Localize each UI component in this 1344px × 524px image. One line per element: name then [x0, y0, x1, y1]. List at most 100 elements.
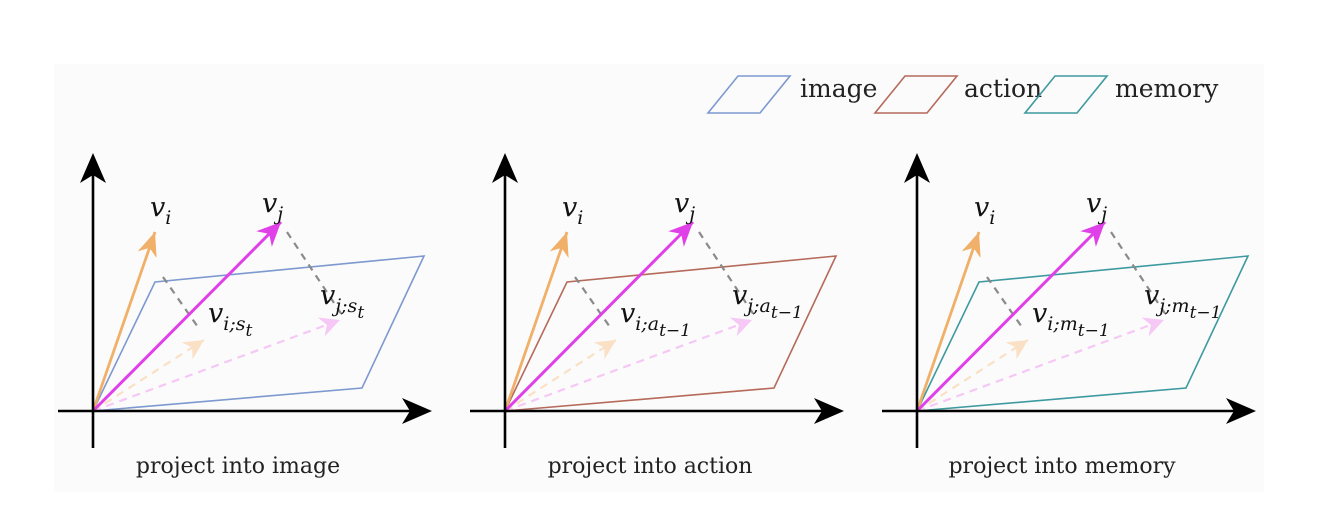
- vj-label-base: v: [674, 188, 689, 219]
- vi-projection-arrowhead: [181, 340, 204, 360]
- vj-projection-arrow: [916, 318, 1165, 413]
- vi-projection-label-sub: i;a: [635, 313, 659, 335]
- vi-label-sub: i: [577, 207, 583, 229]
- vi-projection-label-sub: i;s: [223, 313, 245, 335]
- vj-arrow: [91, 220, 283, 413]
- vj-label-sub: j: [1097, 203, 1107, 225]
- vj-drop-line: [286, 231, 345, 319]
- vi-label-base: v: [562, 192, 577, 223]
- vi-projection-label-subsub: t: [246, 321, 253, 341]
- vj-projection-arrowhead: [729, 317, 752, 337]
- vi-projection-label-base: v: [208, 298, 223, 329]
- vj-arrowhead: [1080, 222, 1105, 247]
- legend-item-action: action: [873, 74, 1042, 114]
- projection-plane: [91, 255, 426, 412]
- vj-projection-label-subsub: t−1: [1190, 303, 1222, 323]
- legend-label-image: image: [800, 74, 877, 103]
- vj-label: vj: [262, 188, 283, 225]
- legend-item-memory: memory: [1023, 74, 1219, 114]
- vi-label-sub: i: [165, 207, 171, 229]
- projection-plane: [503, 255, 838, 412]
- vi-label-base: v: [974, 192, 989, 223]
- y-axis-arrowhead: [904, 153, 930, 183]
- vj-label-sub: j: [273, 203, 283, 225]
- vj-projection-label-base: v: [732, 280, 747, 311]
- vj-projection-arrowhead: [1141, 317, 1164, 337]
- vi-projection-arrowhead: [1005, 340, 1028, 360]
- vj-projection-arrowhead: [317, 317, 340, 337]
- vi-drop-line: [986, 276, 1025, 331]
- vi-projection-label-sub: i;m: [1047, 313, 1078, 335]
- vj-drop-line: [698, 231, 757, 319]
- vi-projection-label: vi;at−1: [620, 298, 691, 341]
- vj-label: vj: [674, 188, 695, 225]
- vj-label-sub: j: [685, 203, 695, 225]
- vi-projection-label-subsub: t−1: [659, 321, 691, 341]
- vj-projection-label: vj;mt−1: [1144, 280, 1221, 323]
- y-axis-arrowhead: [80, 153, 106, 183]
- panel-caption: project into memory: [948, 454, 1176, 479]
- vi-label: vi: [562, 192, 583, 229]
- vj-label-base: v: [262, 188, 277, 219]
- vj-projection-label-sub: j;a: [743, 295, 771, 317]
- x-axis-arrowhead: [814, 398, 844, 424]
- x-axis-arrowhead: [1226, 398, 1256, 424]
- vj-projection-label: vj;st: [320, 280, 364, 323]
- vj-projection-label-sub: j;m: [1155, 295, 1189, 317]
- legend-label-action: action: [964, 74, 1042, 103]
- legend: image action memory: [706, 74, 1219, 114]
- vi-projection-label-subsub: t−1: [1078, 321, 1110, 341]
- vj-projection-label-base: v: [320, 280, 335, 311]
- vj-projection-label-sub: j;s: [331, 295, 357, 317]
- legend-swatch-action: [873, 75, 959, 114]
- vj-label-base: v: [1086, 188, 1101, 219]
- vi-projection-label-base: v: [620, 298, 635, 329]
- legend-swatch-memory: [1023, 75, 1109, 114]
- vi-drop-line: [162, 276, 201, 331]
- vi-arrowhead: [549, 232, 569, 258]
- vi-label-base: v: [150, 192, 165, 223]
- x-axis-arrowhead: [402, 398, 432, 424]
- legend-swatch-image: [706, 75, 792, 114]
- vi-projection-label: vi;mt−1: [1032, 298, 1110, 341]
- vj-projection-label-subsub: t: [357, 303, 364, 323]
- projection-plane: [915, 255, 1250, 412]
- vj-projection-label-subsub: t−1: [771, 303, 803, 323]
- vi-projection-arrow: [92, 339, 205, 412]
- legend-label-memory: memory: [1115, 74, 1219, 103]
- vj-projection-label: vj;at−1: [732, 280, 803, 323]
- vi-label: vi: [150, 192, 171, 229]
- vj-drop-line: [1110, 231, 1169, 319]
- vi-arrowhead: [137, 232, 157, 258]
- vj-arrow: [503, 220, 695, 413]
- vi-arrow: [91, 231, 157, 412]
- vi-arrow: [503, 231, 569, 412]
- vj-arrowhead: [256, 222, 281, 247]
- vj-arrow: [915, 220, 1107, 413]
- panel-caption: project into image: [136, 454, 340, 479]
- legend-item-image: image: [706, 74, 877, 114]
- vj-label: vj: [1086, 188, 1107, 225]
- vi-arrowhead: [961, 232, 981, 258]
- vi-projection-arrow: [504, 339, 617, 412]
- vi-label: vi: [974, 192, 995, 229]
- vi-projection-label-base: v: [1032, 298, 1047, 329]
- vi-projection-arrow: [916, 339, 1029, 412]
- vj-arrowhead: [668, 222, 693, 247]
- y-axis-arrowhead: [492, 153, 518, 183]
- vi-projection-arrowhead: [593, 340, 616, 360]
- vj-projection-arrow: [504, 318, 753, 413]
- vi-projection-label: vi;st: [208, 298, 253, 341]
- vj-projection-label-base: v: [1144, 280, 1159, 311]
- vj-projection-arrow: [92, 318, 341, 413]
- vi-arrow: [915, 231, 981, 412]
- figure-background: [54, 64, 1264, 492]
- vi-drop-line: [574, 276, 613, 331]
- vi-label-sub: i: [989, 207, 995, 229]
